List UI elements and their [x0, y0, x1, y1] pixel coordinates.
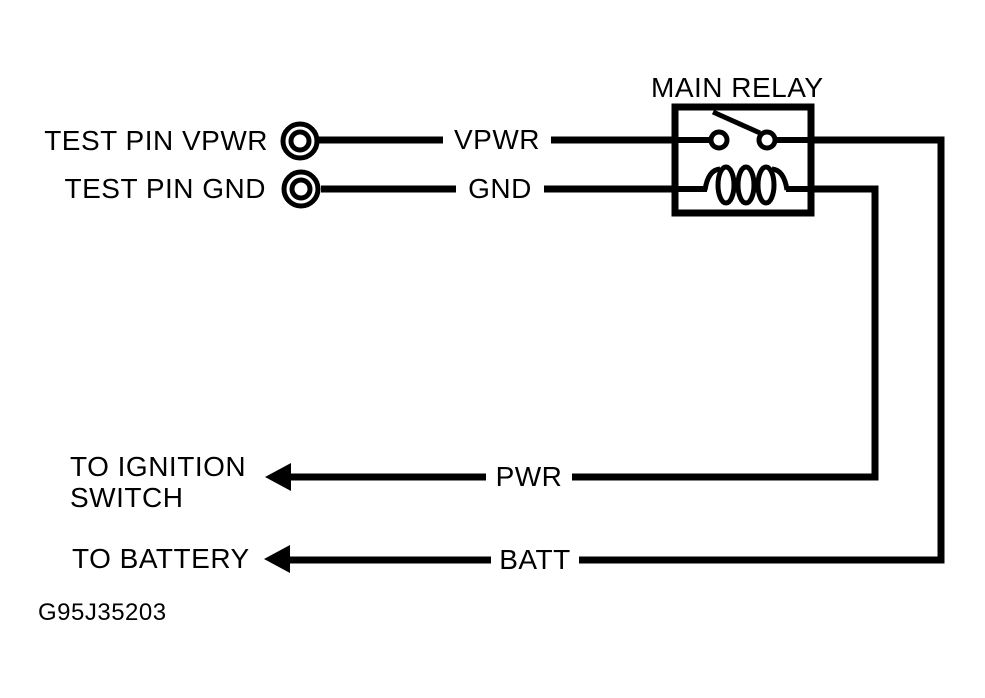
ignition-arrow-icon — [265, 463, 291, 491]
wire-batt-run — [579, 136, 945, 564]
to-ignition-label-line1: TO IGNITION — [70, 451, 246, 482]
wire-label-gnd: GND — [468, 173, 532, 204]
relay-box-outline — [671, 103, 815, 217]
switch-blade — [711, 109, 762, 136]
test-pin-gnd-connector — [281, 169, 321, 209]
figure-id: G95J35203 — [38, 599, 167, 626]
test-pin-gnd-outer-ring-icon — [281, 169, 321, 209]
switch-contact-right — [756, 129, 778, 151]
relay-switch-contacts-icon — [678, 109, 808, 151]
test-pin-gnd-label: TEST PIN GND — [64, 173, 266, 204]
wire-pwr-run — [572, 185, 879, 481]
wire-label-vpwr: VPWR — [454, 124, 540, 155]
test-pin-vpwr-inner-ring-icon — [288, 129, 312, 153]
coil-loop-2 — [735, 164, 757, 206]
switch-contact-left — [708, 129, 730, 151]
to-ignition-label-line2: SWITCH — [70, 482, 183, 513]
battery-arrow-icon — [264, 545, 290, 573]
test-pin-vpwr-connector — [280, 121, 320, 161]
wire-label-batt: BATT — [499, 544, 570, 575]
coil-left-shoulder — [702, 166, 721, 191]
test-pin-vpwr-label: TEST PIN VPWR — [44, 125, 268, 156]
coil-loop-1 — [715, 164, 737, 206]
relay-coil-icon — [678, 164, 808, 206]
main-relay-box — [671, 103, 815, 217]
coil-loop-3 — [755, 164, 777, 206]
test-pin-gnd-inner-ring-icon — [289, 177, 313, 201]
wires — [288, 136, 945, 564]
test-pin-vpwr-outer-ring-icon — [280, 121, 320, 161]
main-relay-title: MAIN RELAY — [651, 72, 824, 103]
to-battery-label: TO BATTERY — [72, 543, 250, 574]
wire-label-pwr: PWR — [496, 461, 563, 492]
